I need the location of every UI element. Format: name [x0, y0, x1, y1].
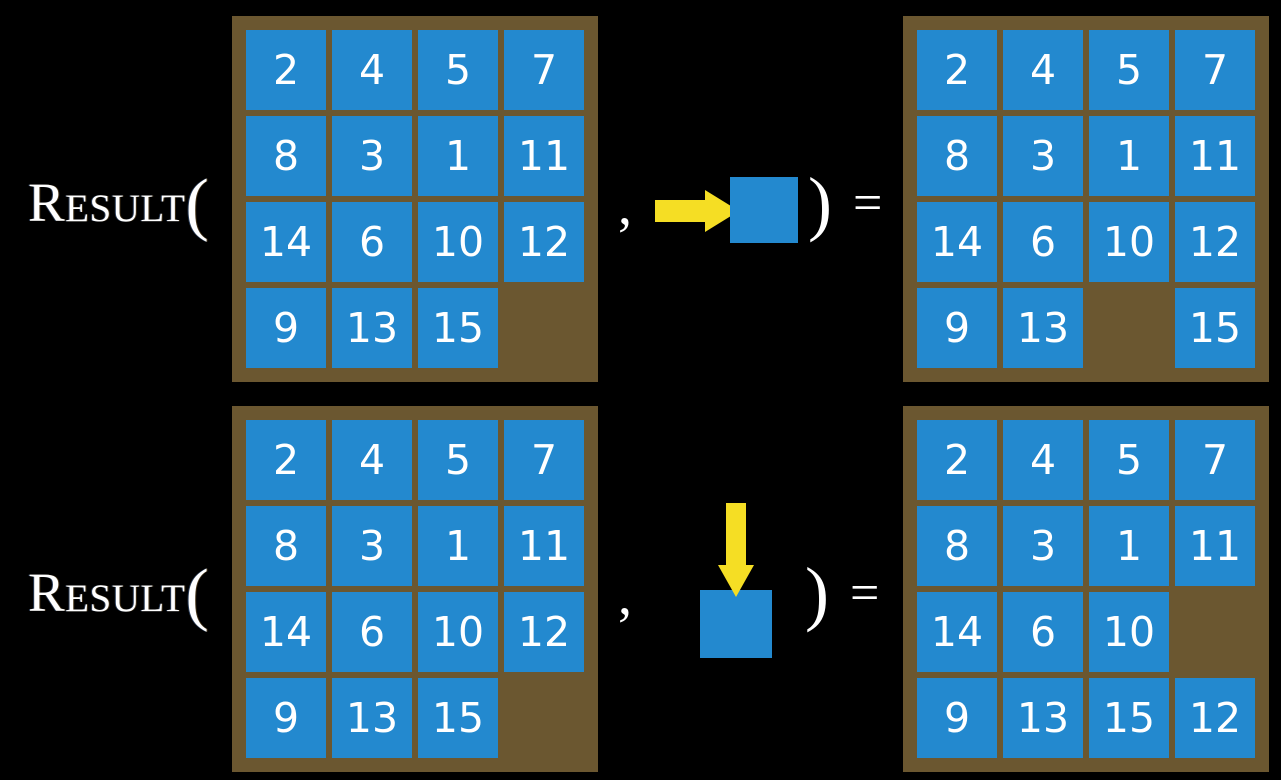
tile[interactable]: 7: [1175, 30, 1255, 110]
tile[interactable]: 9: [246, 288, 326, 368]
operator-area-row2: , ) =: [600, 390, 900, 780]
tile[interactable]: 3: [332, 116, 412, 196]
tile[interactable]: 1: [418, 116, 498, 196]
tile[interactable]: 4: [332, 420, 412, 500]
tile[interactable]: 14: [917, 592, 997, 672]
tile[interactable]: 3: [332, 506, 412, 586]
tile[interactable]: 4: [332, 30, 412, 110]
operator-area-row1: , ) =: [600, 0, 900, 390]
result-word-row1: Result: [28, 172, 186, 233]
tile[interactable]: 8: [917, 116, 997, 196]
tile[interactable]: 13: [1003, 678, 1083, 758]
tile[interactable]: 8: [246, 116, 326, 196]
result-label-row1: Result(: [28, 170, 209, 240]
tile[interactable]: 7: [504, 30, 584, 110]
empty-cell: [504, 288, 584, 368]
tile[interactable]: 9: [246, 678, 326, 758]
arrow-down-icon: [718, 503, 754, 597]
tile[interactable]: 3: [1003, 506, 1083, 586]
tile[interactable]: 11: [504, 116, 584, 196]
equals-sign-row2: =: [850, 565, 880, 622]
tile[interactable]: 12: [1175, 202, 1255, 282]
tile[interactable]: 10: [1089, 202, 1169, 282]
tile[interactable]: 15: [1089, 678, 1169, 758]
comma-row1: ,: [618, 175, 632, 237]
tile[interactable]: 5: [418, 30, 498, 110]
tile[interactable]: 12: [504, 202, 584, 282]
tile[interactable]: 11: [504, 506, 584, 586]
tile[interactable]: 2: [246, 30, 326, 110]
close-paren-row1: ): [808, 163, 832, 243]
tile[interactable]: 5: [418, 420, 498, 500]
tile[interactable]: 7: [1175, 420, 1255, 500]
empty-cell: [504, 678, 584, 758]
tile[interactable]: 8: [246, 506, 326, 586]
tile[interactable]: 4: [1003, 30, 1083, 110]
tile[interactable]: 14: [917, 202, 997, 282]
tile[interactable]: 10: [418, 202, 498, 282]
close-paren-row2: ): [805, 553, 829, 633]
open-paren-row1: (: [185, 166, 210, 243]
tile[interactable]: 15: [418, 288, 498, 368]
tile[interactable]: 5: [1089, 420, 1169, 500]
equals-sign-row1: =: [853, 175, 883, 232]
tile[interactable]: 6: [1003, 592, 1083, 672]
tile[interactable]: 1: [1089, 116, 1169, 196]
tile[interactable]: 8: [917, 506, 997, 586]
tile[interactable]: 12: [504, 592, 584, 672]
tile[interactable]: 3: [1003, 116, 1083, 196]
result-label-row2: Result(: [28, 560, 209, 630]
tile[interactable]: 13: [1003, 288, 1083, 368]
tile[interactable]: 6: [332, 592, 412, 672]
tile[interactable]: 2: [246, 420, 326, 500]
tile[interactable]: 2: [917, 420, 997, 500]
empty-cell: [1089, 288, 1169, 368]
tile[interactable]: 9: [917, 678, 997, 758]
open-paren-row2: (: [185, 556, 210, 633]
tile[interactable]: 6: [332, 202, 412, 282]
tile[interactable]: 4: [1003, 420, 1083, 500]
comma-row2: ,: [618, 565, 632, 627]
tile[interactable]: 11: [1175, 506, 1255, 586]
tile[interactable]: 15: [1175, 288, 1255, 368]
tile[interactable]: 7: [504, 420, 584, 500]
tile[interactable]: 5: [1089, 30, 1169, 110]
move-tile-row2: [700, 590, 772, 658]
tile[interactable]: 1: [1089, 506, 1169, 586]
tile[interactable]: 6: [1003, 202, 1083, 282]
tile[interactable]: 14: [246, 202, 326, 282]
tile[interactable]: 10: [1089, 592, 1169, 672]
tile[interactable]: 15: [418, 678, 498, 758]
tile[interactable]: 14: [246, 592, 326, 672]
tile[interactable]: 10: [418, 592, 498, 672]
tile[interactable]: 2: [917, 30, 997, 110]
tile[interactable]: 9: [917, 288, 997, 368]
arrow-right-icon: [655, 190, 739, 232]
tile[interactable]: 13: [332, 288, 412, 368]
tile[interactable]: 12: [1175, 678, 1255, 758]
tile[interactable]: 13: [332, 678, 412, 758]
result-word-row2: Result: [28, 562, 186, 623]
empty-cell: [1175, 592, 1255, 672]
move-tile-row1: [730, 177, 798, 243]
tile[interactable]: 11: [1175, 116, 1255, 196]
tile[interactable]: 1: [418, 506, 498, 586]
